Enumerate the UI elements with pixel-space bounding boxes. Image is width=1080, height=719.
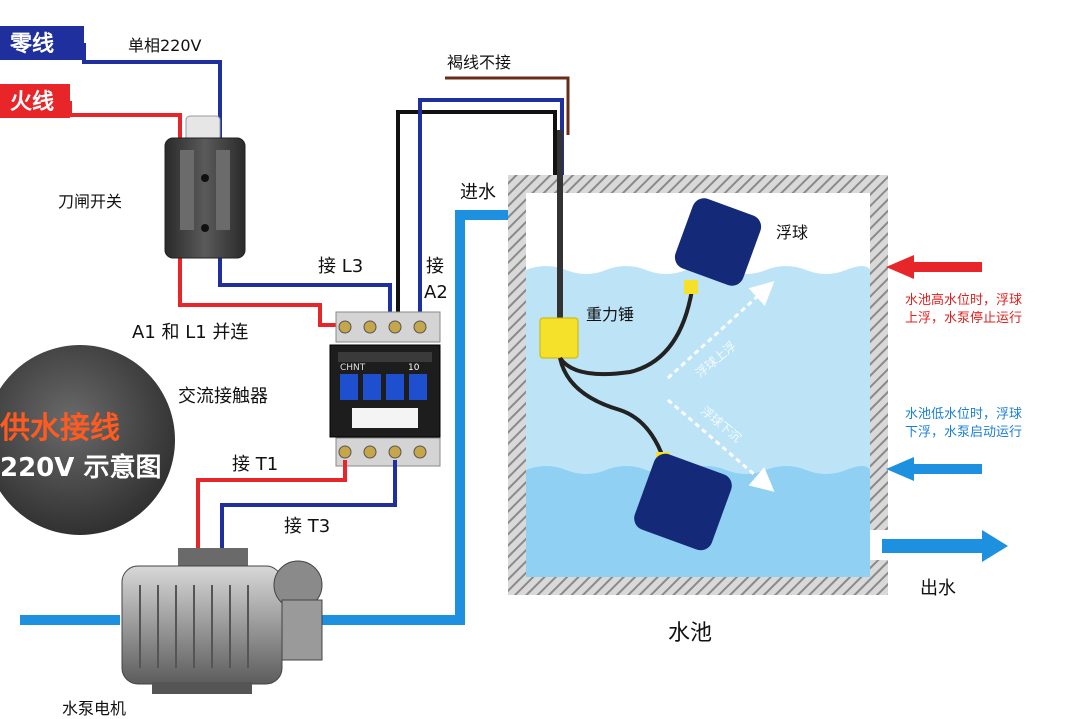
low-level-note-1: 水池低水位时，浮球 [905, 407, 1022, 422]
contactor-brand: CHNT [340, 363, 366, 373]
inlet-label: 进水 [460, 182, 496, 203]
knife-switch [164, 115, 246, 259]
pool-label: 水池 [668, 621, 712, 646]
high-level-note-1: 水池高水位时，浮球 [905, 292, 1022, 308]
high-level-note-2: 上浮，水泵停止运行 [905, 310, 1022, 326]
connect-t1-label: 接 T1 [232, 454, 278, 475]
svg-text:零线: 零线 [9, 31, 54, 57]
outlet-label: 出水 [920, 578, 956, 599]
gravity-weight [539, 317, 579, 359]
contactor-bottom-terminals [335, 437, 441, 467]
connect-l3-label: 接 L3 [318, 256, 363, 277]
contactor-label: 交流接触器 [178, 386, 268, 407]
neutral-tag: 零线 [0, 26, 84, 60]
svg-text:火线: 火线 [10, 89, 54, 115]
title-badge: 供水接线 220V 示意图 [0, 345, 175, 535]
upper-float-ball [674, 198, 762, 286]
connect-t3-label: 接 T3 [284, 516, 330, 537]
knife-switch-label: 刀闸开关 [58, 192, 122, 211]
connect-a2-label-bottom: A2 [424, 282, 448, 303]
live-wire [68, 101, 345, 327]
float-switch [539, 130, 762, 551]
low-level-indicator [886, 457, 982, 481]
contactor-top-terminals [335, 311, 441, 343]
low-level-note-2: 下浮，水泵启动运行 [905, 425, 1022, 440]
brown-wire-label: 褐线不接 [447, 53, 511, 72]
pump-wires [196, 460, 397, 555]
connect-a2-label-top: 接 [426, 256, 444, 277]
gravity-weight-label: 重力锤 [586, 305, 634, 324]
lower-float-ball [634, 453, 732, 551]
float-motion-arrows [666, 280, 775, 492]
outlet-pipe [882, 530, 1008, 562]
single-phase-label: 单相220V [128, 36, 202, 55]
pump-motor-label: 水泵电机 [62, 699, 126, 718]
float-ball-label: 浮球 [776, 223, 808, 242]
neutral-wire [82, 43, 392, 320]
contactor-number: 10 [408, 363, 420, 373]
a1-l1-label: A1 和 L1 并连 [132, 322, 248, 343]
upper-float-collar [684, 280, 698, 294]
ac-contactor: CHNT 10 [329, 311, 441, 467]
high-level-indicator [886, 255, 982, 279]
live-tag: 火线 [0, 84, 70, 118]
badge-title: 供水接线 [0, 411, 120, 446]
water-pipes [20, 210, 520, 625]
pump-motor [121, 548, 323, 694]
badge-subtitle: 220V 示意图 [0, 452, 161, 483]
